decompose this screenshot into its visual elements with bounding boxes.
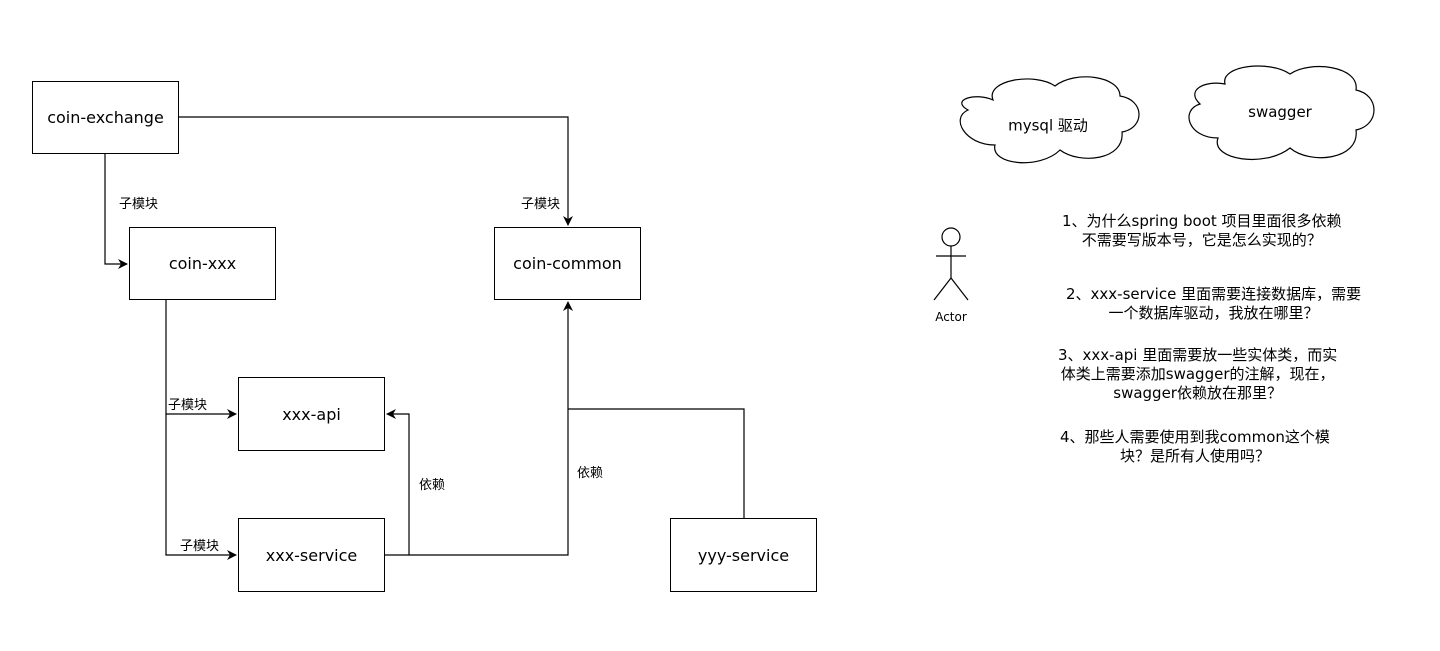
actor-label: Actor (935, 310, 967, 324)
box-label: coin-xxx (168, 254, 237, 273)
edge-xxx-to-service (165, 414, 237, 560)
edge-label-submodule: 子模块 (521, 197, 561, 212)
edge-yyy-to-common (568, 408, 745, 518)
box-yyy-service[interactable]: yyy-service (670, 518, 817, 592)
box-xxx-api[interactable]: xxx-api (238, 377, 385, 451)
box-coin-xxx[interactable]: coin-xxx (129, 227, 276, 300)
question-line: 1、为什么spring boot 项目里面很多依赖 (1062, 212, 1342, 230)
cloud-shape-swagger (1188, 65, 1375, 160)
edge-label-submodule: 子模块 (168, 398, 208, 413)
question-line: 不需要写版本号，它是怎么实现的？ (1081, 231, 1322, 249)
edge-label-submodule: 子模块 (180, 539, 220, 554)
box-coin-exchange[interactable]: coin-exchange (32, 81, 179, 154)
cloud-shape-mysql (959, 76, 1140, 164)
box-label: xxx-service (265, 545, 358, 565)
box-label: coin-common (513, 254, 622, 273)
edge-exchange-to-xxx (104, 154, 128, 269)
question-line: 块？是所有人使用吗？ (1119, 447, 1270, 465)
edge-service-to-common (409, 301, 573, 556)
question-line: 3、xxx-api 里面需要放一些实体类，而实 (1058, 346, 1338, 364)
edge-label-submodule: 子模块 (119, 197, 159, 212)
question-3: 3、xxx-api 里面需要放一些实体类，而实 体类上需要添加swagger的注… (1058, 346, 1337, 403)
edge-exchange-to-common (179, 116, 573, 226)
edge-service-to-api (385, 409, 410, 556)
edge-label-depends: 依赖 (419, 478, 446, 493)
box-label: coin-exchange (47, 108, 164, 127)
box-xxx-service[interactable]: xxx-service (238, 518, 385, 592)
actor-figure (933, 227, 969, 301)
cloud-label-swagger: swagger (1248, 103, 1312, 121)
edge-label-depends: 依赖 (577, 466, 604, 481)
question-2: 2、xxx-service 里面需要连接数据库，需要 一个数据库驱动，我放在哪里… (1066, 285, 1361, 323)
question-4: 4、那些人需要使用到我common这个模 块？是所有人使用吗？ (1060, 428, 1330, 466)
question-line: swagger依赖放在那里？ (1113, 384, 1282, 402)
box-label: xxx-api (282, 404, 341, 424)
question-line: 4、那些人需要使用到我common这个模 (1060, 428, 1330, 446)
question-line: 一个数据库驱动，我放在哪里？ (1108, 304, 1319, 322)
box-coin-common[interactable]: coin-common (494, 227, 641, 300)
question-line: 体类上需要添加swagger的注解，现在， (1060, 365, 1335, 383)
box-label: yyy-service (697, 545, 790, 565)
cloud-label-mysql: mysql 驱动 (1008, 116, 1088, 135)
question-line: 2、xxx-service 里面需要连接数据库，需要 (1066, 285, 1362, 303)
question-1: 1、为什么spring boot 项目里面很多依赖 不需要写版本号，它是怎么实现… (1062, 212, 1342, 250)
